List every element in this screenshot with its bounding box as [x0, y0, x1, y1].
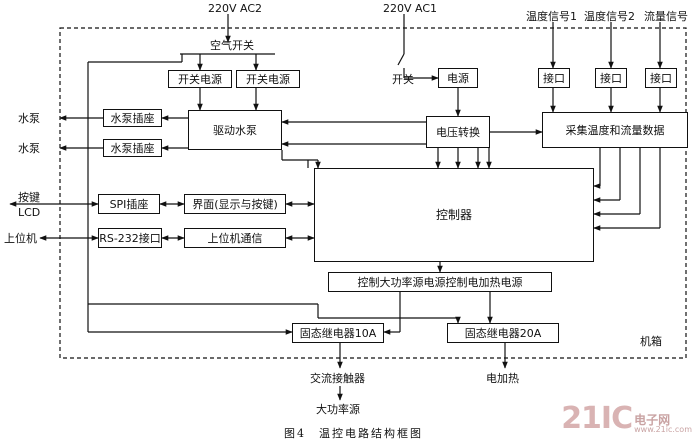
interface-3-block: 接口	[645, 68, 677, 88]
power-supply-block: 电源	[438, 68, 478, 88]
electric-heating-label: 电加热	[486, 372, 519, 385]
key-label: 按键	[18, 191, 40, 204]
voltage-conversion-block: 电压转换	[426, 116, 490, 148]
chassis-label: 机箱	[640, 335, 662, 348]
interface-2-block: 接口	[595, 68, 627, 88]
high-power-source-label: 大功率源	[316, 403, 360, 416]
temp-signal-2-label: 温度信号2	[584, 10, 635, 23]
host-pc-label: 上位机	[4, 232, 37, 245]
watermark-name: 电子网	[634, 413, 671, 427]
acquisition-block: 采集温度和流量数据	[542, 112, 688, 148]
ac-contactor-label: 交流接触器	[310, 372, 365, 385]
water-pump-2-label: 水泵	[18, 142, 40, 155]
watermark-number: 21IC	[561, 401, 633, 436]
figure-caption: 图4 温控电路结构框图	[284, 427, 423, 440]
spi-socket-block: SPI插座	[98, 194, 160, 214]
water-pump-1-label: 水泵	[18, 112, 40, 125]
interface-1-block: 接口	[538, 68, 570, 88]
switch-label: 开关	[392, 73, 414, 86]
ssr-10a-block: 固态继电器10A	[292, 323, 384, 343]
power-control-block: 控制大功率源电源控制电加热电源	[328, 272, 552, 292]
pump-socket-2-block: 水泵插座	[103, 139, 162, 157]
flow-signal-label: 流量信号	[644, 10, 688, 23]
ac2-input-label: 220V AC2	[208, 2, 263, 15]
host-comm-block: 上位机通信	[184, 228, 286, 248]
ac1-input-label: 220V AC1	[383, 2, 438, 15]
temp-signal-1-label: 温度信号1	[526, 10, 577, 23]
controller-block: 控制器	[314, 168, 594, 262]
lcd-label: LCD	[18, 206, 41, 219]
pump-socket-1-block: 水泵插座	[103, 109, 162, 127]
switch-psu-2-block: 开关电源	[236, 70, 300, 88]
ui-display-block: 界面(显示与按键)	[184, 194, 286, 214]
chassis-border	[59, 27, 687, 359]
ssr-20a-block: 固态继电器20A	[447, 323, 559, 343]
rs232-block: RS-232接口	[98, 228, 162, 248]
drive-pump-block: 驱动水泵	[188, 110, 282, 150]
watermark-url: www.21ic.com	[634, 425, 692, 434]
air-switch-label: 空气开关	[210, 39, 254, 52]
watermark-logo: 21IC 电子网 www.21ic.com	[561, 404, 692, 434]
switch-psu-1-block: 开关电源	[168, 70, 232, 88]
